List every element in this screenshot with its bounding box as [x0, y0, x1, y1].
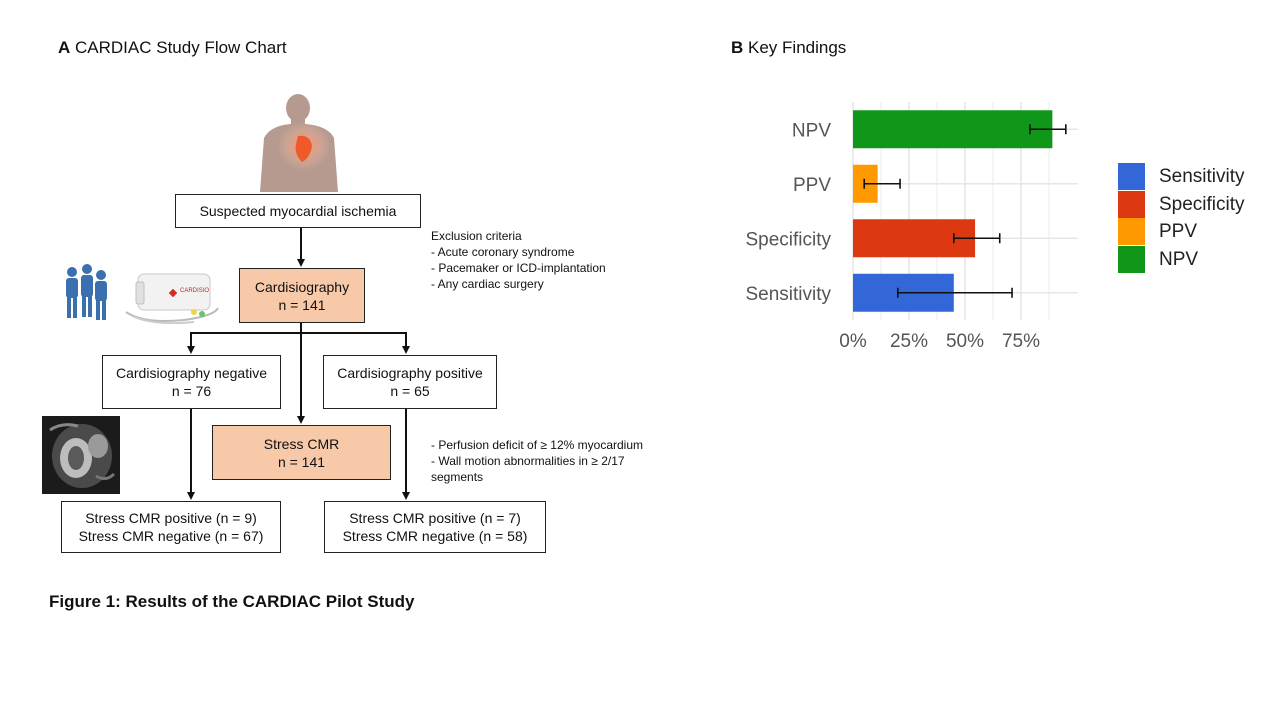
- box-positive-n: n = 65: [390, 383, 430, 399]
- legend-item-ppv: PPV: [1118, 218, 1197, 245]
- y-tick-label: Specificity: [745, 229, 831, 250]
- criteria-item: - Perfusion deficit of ≥ 12% myocardium: [431, 438, 644, 452]
- exclusion-item: - Any cardiac surgery: [431, 277, 544, 291]
- box-stress-cmr: Stress CMR n = 141: [212, 425, 391, 480]
- y-tick-label: PPV: [793, 175, 831, 196]
- bar-npv: [853, 110, 1053, 149]
- cardisio-device-icon: [125, 273, 219, 325]
- box-positive-title: Cardisiography positive: [337, 365, 483, 381]
- box-negative-title: Cardisiography negative: [116, 365, 267, 381]
- legend-swatch: [1118, 218, 1145, 245]
- result-left-positive: Stress CMR positive (n = 9): [85, 510, 257, 526]
- panel-b-title-text: Key Findings: [748, 38, 847, 57]
- legend-label: PPV: [1159, 220, 1198, 242]
- box-cardisiography-n: n = 141: [278, 296, 326, 313]
- legend-item-sensitivity: Sensitivity: [1118, 163, 1245, 190]
- box-suspected-text: Suspected myocardial ischemia: [199, 203, 397, 219]
- legend-label: NPV: [1159, 248, 1199, 270]
- key-findings-chart: Sensitivity Specificity PPV NPV 0% 25% 50% 75%: [745, 102, 1078, 352]
- box-cardisiography-negative: Cardisiography negative n = 76: [102, 355, 281, 409]
- cardiac-mri-image: [42, 416, 120, 494]
- branch-line: [190, 332, 407, 352]
- x-tick-label: 25%: [890, 331, 928, 352]
- people-icon: [66, 264, 107, 320]
- box-cardisiography-title: Cardisiography: [254, 278, 350, 295]
- x-tick-label: 0%: [839, 331, 867, 352]
- result-left-negative: Stress CMR negative (n = 67): [78, 528, 264, 544]
- panel-a-letter: A: [58, 38, 71, 57]
- exclusion-criteria: Exclusion criteria - Acute coronary synd…: [431, 228, 606, 292]
- legend-label: Specificity: [1159, 193, 1245, 215]
- box-result-right: Stress CMR positive (n = 7) Stress CMR n…: [324, 501, 546, 553]
- exclusion-heading: Exclusion criteria: [431, 229, 522, 243]
- criteria-item: segments: [431, 470, 484, 484]
- cmr-positive-criteria: - Perfusion deficit of ≥ 12% myocardium …: [431, 437, 643, 485]
- legend-swatch: [1118, 246, 1145, 273]
- legend-item-specificity: Specificity: [1118, 191, 1245, 218]
- box-cardisiography: Cardisiography n = 141: [239, 268, 365, 323]
- box-cardisiography-positive: Cardisiography positive n = 65: [323, 355, 497, 409]
- exclusion-item: - Acute coronary syndrome: [431, 245, 575, 259]
- patient-torso-icon: [260, 94, 338, 192]
- legend-item-npv: NPV: [1118, 246, 1198, 273]
- panel-b-title: B Key Findings: [731, 38, 846, 58]
- panel-a-title: A CARDIAC Study Flow Chart: [58, 38, 287, 58]
- result-right-positive: Stress CMR positive (n = 7): [349, 510, 521, 526]
- y-tick-label: NPV: [792, 120, 831, 141]
- cardisio-device: CARDISIO: [124, 268, 220, 325]
- legend-swatch: [1118, 191, 1145, 218]
- x-tick-label: 75%: [1002, 331, 1040, 352]
- box-suspected-ischemia: Suspected myocardial ischemia: [175, 194, 421, 228]
- box-stress-cmr-title: Stress CMR: [263, 435, 340, 452]
- flow-connectors: [187, 228, 410, 500]
- criteria-item: - Wall motion abnormalities in ≥ 2/17: [431, 454, 625, 468]
- box-stress-cmr-n: n = 141: [277, 453, 326, 470]
- box-result-left: Stress CMR positive (n = 9) Stress CMR n…: [61, 501, 281, 553]
- y-tick-label: Sensitivity: [745, 284, 831, 305]
- result-right-negative: Stress CMR negative (n = 58): [342, 528, 528, 544]
- cardisio-device-label: CARDISIO: [180, 288, 210, 294]
- legend-label: Sensitivity: [1159, 165, 1245, 187]
- exclusion-item: - Pacemaker or ICD-implantation: [431, 261, 606, 275]
- box-negative-n: n = 76: [171, 383, 212, 399]
- legend-swatch: [1118, 163, 1145, 190]
- x-tick-label: 50%: [946, 331, 984, 352]
- panel-b-letter: B: [731, 38, 744, 57]
- figure-caption: Figure 1: Results of the CARDIAC Pilot S…: [49, 592, 415, 611]
- panel-a-title-text: CARDIAC Study Flow Chart: [75, 38, 287, 57]
